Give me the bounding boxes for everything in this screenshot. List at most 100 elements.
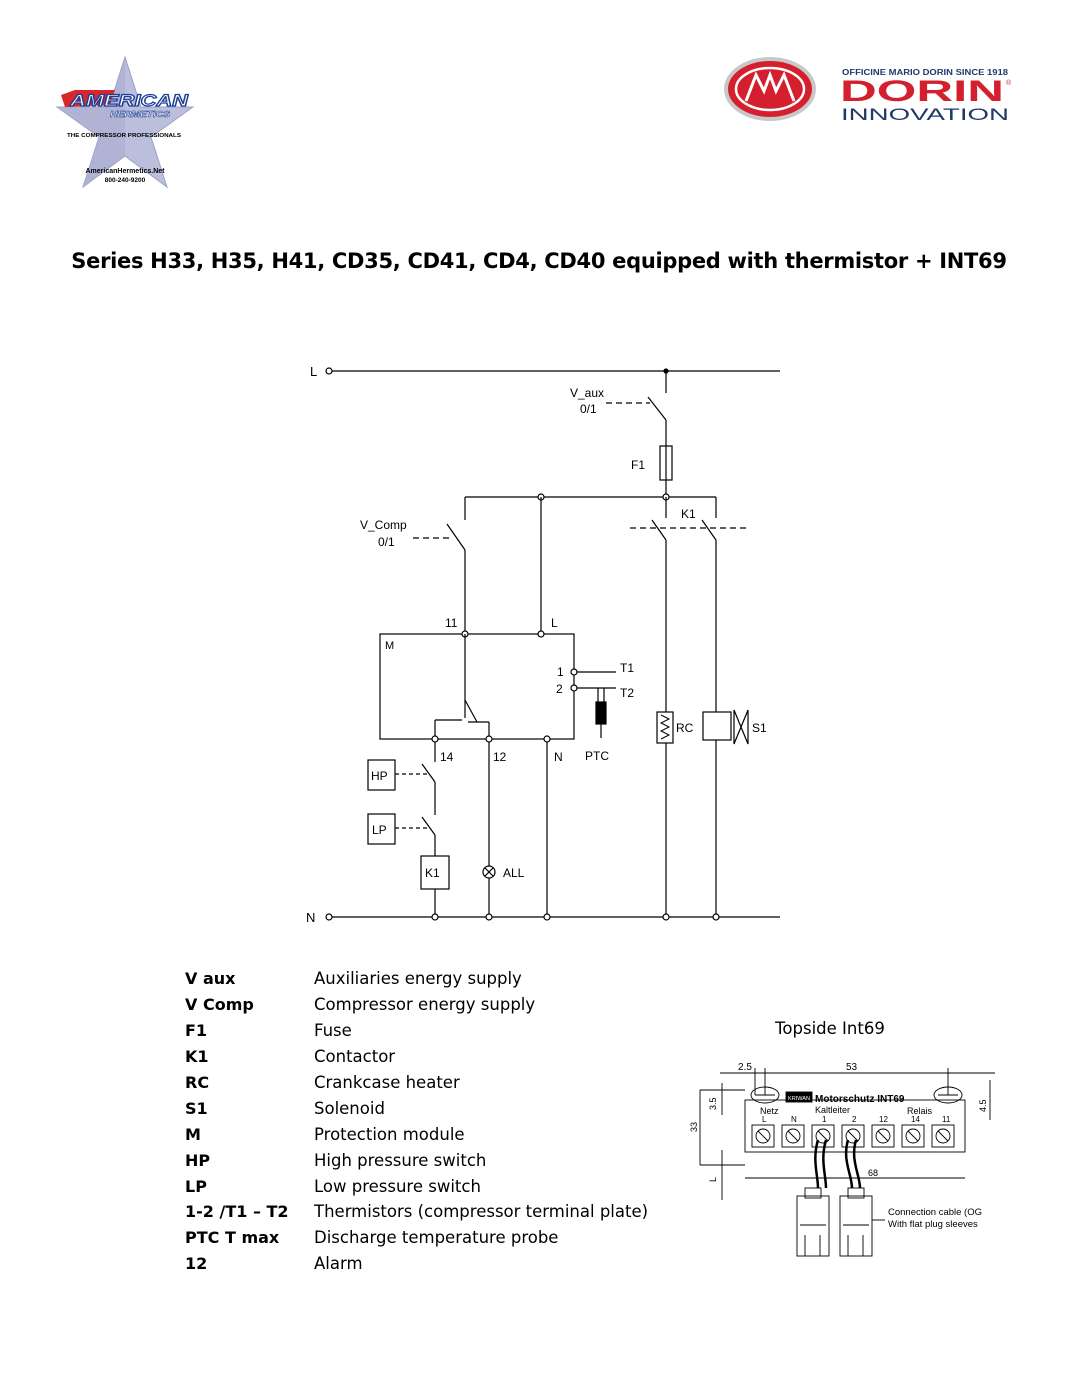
legend-desc: Crankcase heater — [314, 1073, 460, 1092]
legend-row: V aux Auxiliaries energy supply — [185, 966, 665, 992]
legend-desc: Thermistors (compressor terminal plate) — [314, 1202, 649, 1222]
dorin-emblem-icon — [744, 70, 796, 102]
mount-hole-left — [750, 1086, 780, 1104]
legend-key: RC — [185, 1073, 210, 1092]
ptc-label: PTC — [585, 749, 609, 763]
legend-desc: Contactor — [314, 1047, 396, 1067]
legend-key: LP — [185, 1176, 207, 1196]
terminal-n-label: N — [554, 750, 563, 764]
legend-row: 1-2 /T1 – T2 Thermistors (compressor term… — [185, 1199, 665, 1225]
dorin-registered: ® — [1006, 79, 1012, 87]
terminal-block — [751, 1124, 955, 1148]
t2-label: T2 — [620, 686, 634, 700]
hp-switch — [367, 759, 396, 791]
ptc-probe-icon — [595, 701, 607, 725]
dorin-logo: OFFICINE MARIO DORIN SINCE 1918 DORIN ® … — [724, 57, 1012, 124]
protection-module — [379, 633, 575, 740]
legend-key: V aux — [185, 969, 236, 989]
wiring-schematic: L N V_aux 0/1 F1 V_Comp 0/1 K1 M 11 L — [306, 364, 780, 925]
terminal-n: N — [791, 1115, 797, 1124]
t1-label: T1 — [620, 661, 634, 675]
legend-key: S1 — [185, 1098, 208, 1118]
ah-word: AMERICAN — [69, 91, 189, 110]
legend-desc: High pressure switch — [314, 1150, 487, 1170]
legend: V aux Auxiliaries energy supply V Comp Com… — [185, 966, 665, 1277]
topside-title: Topside Int69 — [775, 1019, 885, 1038]
terminal-1-label: 1 — [557, 665, 564, 679]
legend-key: V Comp — [185, 995, 254, 1015]
module-label: M — [385, 640, 394, 652]
kaltleiter-label: Kaltleiter — [815, 1105, 850, 1115]
dim-45: 4.5 — [978, 1099, 988, 1112]
legend-key: K1 — [185, 1047, 209, 1067]
solenoid-s1 — [702, 711, 732, 741]
ah-phone: 800-240-9200 — [105, 177, 146, 184]
dim-25: 2.5 — [738, 1062, 752, 1073]
american-hermetics-logo: AMERICAN HERMETICS THE COMPRESSOR PROFES… — [55, 55, 195, 189]
legend-desc: Auxiliaries energy supply — [314, 969, 522, 989]
legend-row: HP High pressure switch — [185, 1147, 665, 1173]
cable-note-2: With flat plug sleeves — [888, 1219, 978, 1230]
s1-label: S1 — [752, 721, 767, 735]
terminal-1: 1 — [822, 1115, 827, 1124]
legend-key: F1 — [185, 1021, 208, 1041]
k1-coil-label: K1 — [425, 866, 440, 880]
kriwan-text: KRIWAN — [788, 1096, 810, 1102]
legend-desc: Compressor energy supply — [314, 995, 536, 1015]
legend-row: F1 Fuse — [185, 1018, 665, 1044]
netz-label: Netz — [760, 1106, 779, 1116]
dim-35: 3.5 — [708, 1097, 718, 1110]
legend-row: K1 Contactor — [185, 1044, 665, 1070]
dim-68: 68 — [868, 1168, 878, 1178]
int69-drawing: 2.5 53 3.5 33 L 4.5 KRIWAN Motorschutz I… — [689, 1062, 995, 1257]
legend-row: V Comp Compressor energy supply — [185, 992, 665, 1018]
contactor-label: K1 — [681, 507, 696, 521]
terminal-14-label: 14 — [440, 750, 454, 764]
v-comp-state: 0/1 — [378, 535, 395, 549]
v-comp-switch — [446, 523, 466, 551]
ah-sub: HERMETICS — [110, 110, 171, 119]
rail-n-label: N — [306, 910, 315, 925]
legend-key: HP — [185, 1150, 211, 1170]
terminal-2-label: 2 — [556, 682, 563, 696]
dim-53: 53 — [846, 1062, 858, 1073]
ah-website: AmericanHermetics.Net — [86, 168, 166, 175]
legend-row: PTC T max Discharge temperature probe — [185, 1225, 665, 1251]
legend-row: RC Crankcase heater — [185, 1070, 665, 1096]
lp-label: LP — [372, 823, 387, 837]
lp-switch — [367, 813, 396, 845]
plug-sleeve-left — [796, 1195, 830, 1257]
dim-l: L — [708, 1177, 718, 1182]
terminal-l-label: L — [551, 616, 558, 630]
legend-desc: Fuse — [314, 1021, 352, 1041]
cable-note-1: Connection cable (OG — [888, 1207, 982, 1218]
v-aux-switch — [647, 396, 667, 421]
legend-desc: Discharge temperature probe — [314, 1228, 559, 1248]
kriwan-badge — [785, 1091, 813, 1103]
v-aux-label: V_aux — [570, 386, 604, 400]
rail-l-label: L — [310, 364, 317, 379]
terminal-11: 11 — [942, 1115, 951, 1124]
legend-key: PTC T max — [185, 1228, 280, 1248]
terminal-11-label: 11 — [445, 616, 458, 630]
plug-sleeve-right — [839, 1195, 873, 1257]
rc-label: RC — [676, 721, 694, 735]
dorin-sub: INNOVATION — [841, 105, 1009, 124]
legend-key: M — [185, 1124, 201, 1144]
ah-tagline: THE COMPRESSOR PROFESSIONALS — [67, 133, 182, 139]
dorin-brand: DORIN — [840, 75, 1004, 108]
dim-33: 33 — [689, 1122, 699, 1132]
v-aux-state: 0/1 — [580, 402, 597, 416]
legend-desc: Alarm — [314, 1254, 363, 1274]
terminal-14: 14 — [911, 1115, 920, 1124]
fuse-label: F1 — [631, 458, 645, 472]
page-title: Series H33, H35, H41, CD35, CD41, CD4, C… — [71, 249, 1007, 273]
legend-desc: Low pressure switch — [314, 1176, 481, 1196]
valve-icon — [733, 709, 749, 745]
legend-row: LP Low pressure switch — [185, 1173, 665, 1199]
dorin-top-line: OFFICINE MARIO DORIN SINCE 1918 — [842, 68, 1009, 77]
legend-key: 1-2 /T1 – T2 — [185, 1202, 289, 1222]
